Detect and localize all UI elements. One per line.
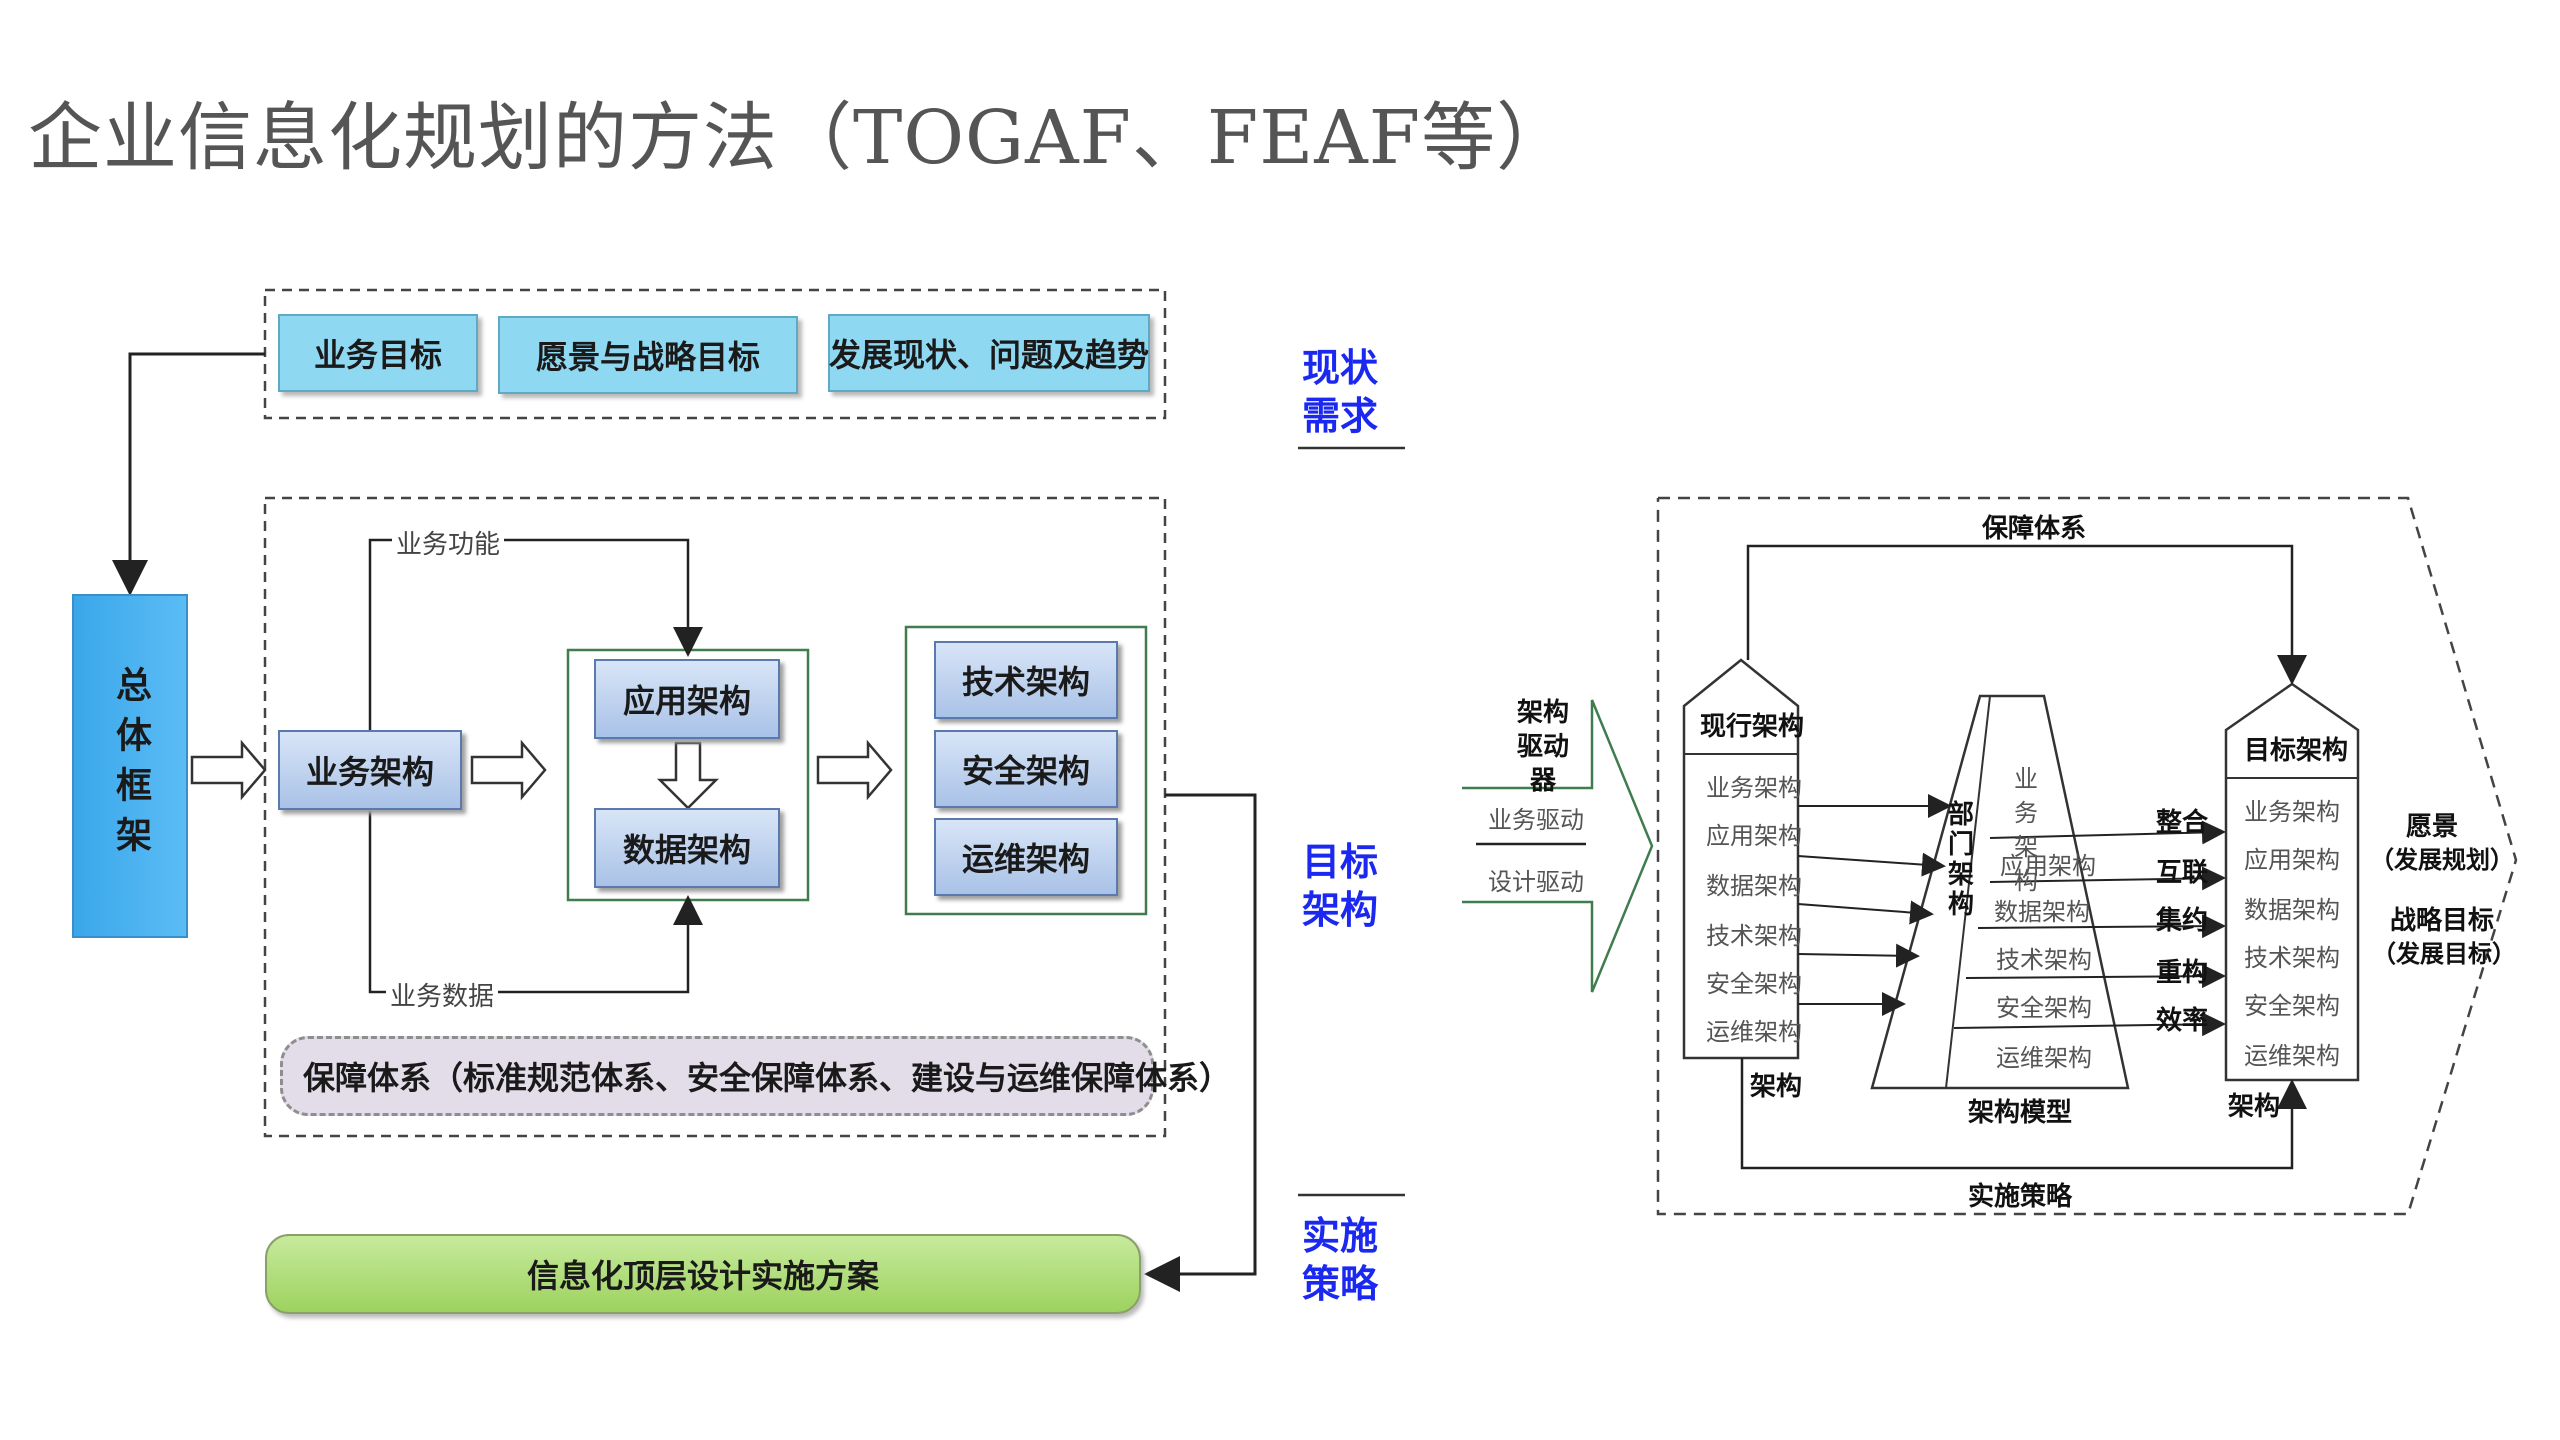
side-label-implementation: 实施策略 — [1302, 1214, 1379, 1306]
rd-driver-item-business: 业务驱动 — [1488, 806, 1584, 834]
rd-current-item-3: 数据架构 — [1706, 872, 1802, 900]
rd-pyramid-item-4: 技术架构 — [1996, 946, 2092, 974]
page-title: 企业信息化规划的方法（TOGAF、FEAF等） — [28, 95, 1572, 181]
box-status-trend: 发展现状、问题及趋势 — [828, 314, 1150, 392]
rd-action-interconnect: 互联 — [2156, 858, 2209, 888]
side-label-current-needs: 现状需求 — [1302, 346, 1379, 438]
rd-current-item-6: 运维架构 — [1706, 1018, 1802, 1046]
side-label-target-arch: 目标架构 — [1302, 840, 1379, 932]
rd-target-item-2: 应用架构 — [2244, 846, 2340, 874]
box-data-arch: 数据架构 — [594, 808, 780, 888]
rd-driver-item-design: 设计驱动 — [1488, 868, 1584, 896]
rd-guarantee-label: 保障体系 — [1982, 514, 2087, 544]
box-implementation-plan: 信息化顶层设计实施方案 — [265, 1234, 1141, 1314]
rd-current-item-2: 应用架构 — [1706, 822, 1802, 850]
box-guarantee-system: 保障体系（标准规范体系、安全保障体系、建设与运维保障体系） — [280, 1036, 1231, 1116]
rd-target-arch-title: 目标架构 — [2244, 736, 2349, 766]
label-business-function: 业务功能 — [392, 524, 505, 561]
rd-pyramid-item-5: 安全架构 — [1996, 994, 2092, 1022]
box-business-arch: 业务架构 — [278, 730, 462, 810]
rd-pyramid-item-1: 业务架构 — [2014, 765, 2038, 895]
rd-current-arch-title: 现行架构 — [1700, 712, 1805, 742]
rd-current-bottom: 架构 — [1750, 1072, 1803, 1102]
rd-target-item-1: 业务架构 — [2244, 798, 2340, 826]
rd-vision-sub: （发展规划） — [2370, 846, 2514, 874]
rd-action-restructure: 重构 — [2156, 958, 2209, 988]
rd-target-item-5: 安全架构 — [2244, 992, 2340, 1020]
rd-target-bottom: 架构 — [2228, 1092, 2281, 1122]
rd-strategy-sub: （发展目标） — [2372, 940, 2516, 968]
rd-target-item-4: 技术架构 — [2244, 944, 2340, 972]
rd-pyramid-item-6: 运维架构 — [1996, 1044, 2092, 1072]
box-security-arch: 安全架构 — [934, 730, 1118, 808]
box-app-arch: 应用架构 — [594, 659, 780, 739]
box-business-goal: 业务目标 — [278, 314, 478, 392]
rd-pyramid-item-3: 数据架构 — [1994, 898, 2090, 926]
rd-target-item-6: 运维架构 — [2244, 1042, 2340, 1070]
box-overall-framework: 总体框架 — [72, 594, 188, 938]
rd-vision: 愿景 — [2406, 812, 2459, 842]
rd-driver-label: 架构驱动器 — [1516, 698, 1569, 796]
rd-strategy: 战略目标 — [2390, 906, 2495, 936]
rd-action-integrate: 整合 — [2156, 808, 2209, 838]
rd-dept-arch-label: 部门架构 — [1948, 800, 1975, 920]
rd-impl-label: 实施策略 — [1968, 1182, 2073, 1212]
rd-current-item-4: 技术架构 — [1706, 922, 1802, 950]
box-vision-strategy: 愿景与战略目标 — [498, 316, 798, 394]
rd-action-intensive: 集约 — [2156, 906, 2209, 936]
rd-current-item-1: 业务架构 — [1706, 774, 1802, 802]
rd-action-efficiency: 效率 — [2156, 1006, 2209, 1036]
box-tech-arch: 技术架构 — [934, 641, 1118, 719]
label-business-data: 业务数据 — [386, 976, 499, 1013]
rd-current-item-5: 安全架构 — [1706, 970, 1802, 998]
rd-target-item-3: 数据架构 — [2244, 896, 2340, 924]
box-ops-arch: 运维架构 — [934, 818, 1118, 896]
rd-pyramid-item-2: 应用架构 — [2000, 852, 2096, 880]
rd-model-label: 架构模型 — [1968, 1098, 2073, 1128]
